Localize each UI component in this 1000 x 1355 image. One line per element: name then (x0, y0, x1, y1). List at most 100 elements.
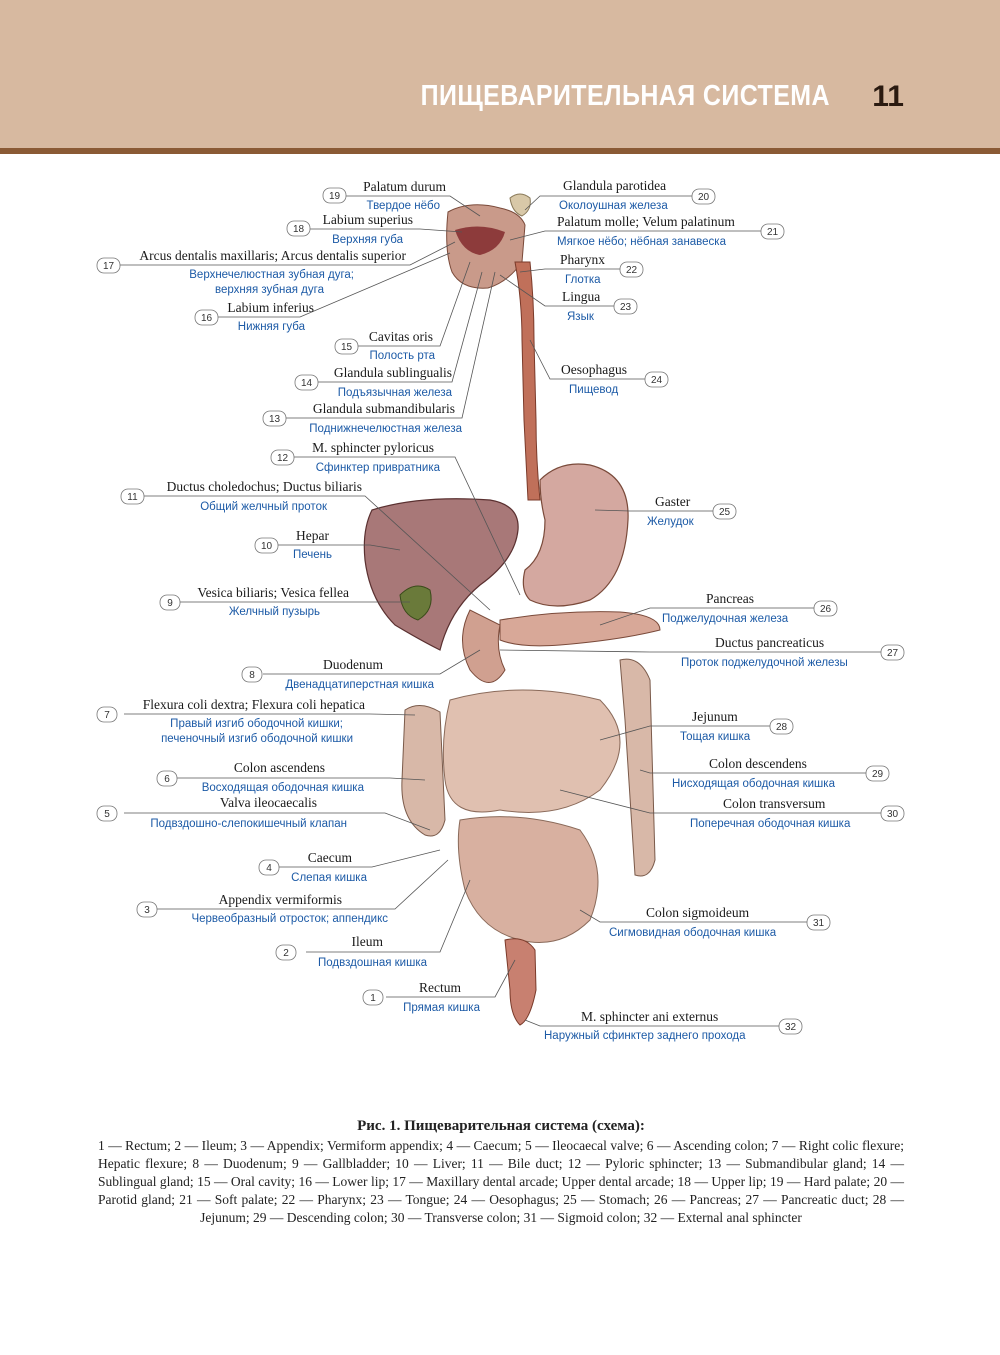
label-number-4: 4 (266, 863, 272, 874)
lower-intestine-shape (457, 816, 599, 943)
label-latin-8: Duodenum (323, 657, 383, 672)
oesophagus-shape (514, 261, 541, 501)
small-intestine-shape (442, 689, 621, 813)
label-number-30: 30 (887, 809, 899, 820)
left-labels: Palatum durum Твердое нёбо Labium superi… (139, 179, 480, 1014)
label-russian-5: Подвздошно-слепокишечный клапан (150, 818, 347, 830)
label-number-15: 15 (341, 342, 353, 353)
label-russian-25: Желудок (647, 516, 695, 528)
stomach-shape (522, 463, 629, 607)
label-russian-1: Прямая кишка (403, 1002, 480, 1014)
label-russian-11: Общий желчный проток (200, 501, 328, 513)
label-latin-22: Pharynx (560, 252, 605, 267)
label-number-3: 3 (144, 905, 150, 916)
label-russian-17-line2: верхняя зубная дуга (215, 284, 325, 296)
label-russian-7-line2: печеночный изгиб ободочной кишки (161, 733, 353, 745)
label-russian-13: Поднижнечелюстная железа (309, 423, 462, 435)
label-russian-28: Тощая кишка (680, 731, 751, 743)
label-latin-6: Colon ascendens (234, 760, 325, 775)
label-russian-7: Правый изгиб ободочной кишки; (170, 718, 343, 730)
label-number-13: 13 (269, 414, 281, 425)
label-number-20: 20 (698, 192, 710, 203)
duodenum-shape (462, 609, 506, 683)
label-number-25: 25 (719, 507, 731, 518)
oral-cavity-shape (455, 226, 505, 255)
label-russian-4: Слепая кишка (291, 872, 367, 884)
label-russian-12: Сфинктер привратника (316, 462, 441, 474)
rectum-shape (504, 938, 537, 1026)
label-number-18: 18 (293, 224, 305, 235)
leader-lines (120, 195, 883, 1027)
label-number-19: 19 (329, 191, 341, 202)
label-latin-28: Jejunum (692, 709, 738, 724)
label-latin-27: Ductus pancreaticus (715, 635, 824, 650)
label-number-26: 26 (820, 604, 832, 615)
label-russian-6: Восходящая ободочная кишка (202, 782, 365, 794)
label-russian-15: Полость рта (369, 350, 435, 362)
label-russian-10: Печень (293, 549, 332, 561)
label-latin-3: Appendix vermiformis (219, 892, 342, 907)
caption-title: Рис. 1. Пищеварительная система (схема): (357, 1118, 645, 1134)
label-russian-21: Мягкое нёбо; нёбная занавеска (557, 236, 727, 248)
label-latin-2: Ileum (352, 934, 384, 949)
page-header-band (0, 0, 1000, 148)
label-number-5: 5 (104, 809, 110, 820)
label-latin-30: Colon transversum (723, 796, 826, 811)
label-russian-2: Подвздошная кишка (318, 957, 428, 969)
label-latin-7: Flexura coli dextra; Flexura coli hepati… (143, 697, 365, 712)
liver-shape (363, 498, 519, 651)
label-latin-20: Glandula parotidea (563, 178, 666, 193)
label-russian-16: Нижняя губа (238, 321, 306, 333)
figure-caption: Рис. 1. Пищеварительная система (схема):… (98, 1118, 904, 1227)
gallbladder-shape (399, 585, 432, 621)
pancreas-shape (499, 611, 661, 647)
label-latin-16: Labium inferius (227, 300, 314, 315)
label-number-10: 10 (261, 541, 273, 552)
label-number-9: 9 (167, 598, 173, 609)
label-number-21: 21 (767, 227, 779, 238)
colon-frame-shape (401, 658, 656, 877)
label-number-7: 7 (104, 710, 110, 721)
label-latin-25: Gaster (655, 494, 691, 509)
label-latin-26: Pancreas (706, 591, 754, 606)
label-latin-11: Ductus choledochus; Ductus biliaris (167, 479, 362, 494)
label-latin-9: Vesica biliaris; Vesica fellea (197, 585, 349, 600)
right-labels: Glandula parotidea Околоушная железа Pal… (544, 178, 851, 1042)
label-latin-1: Rectum (419, 980, 461, 995)
label-russian-8: Двенадцатиперстная кишка (285, 679, 434, 691)
label-russian-31: Сигмовидная ободочная кишка (609, 927, 777, 939)
label-latin-18: Labium superius (323, 212, 413, 227)
label-latin-13: Glandula submandibularis (313, 401, 455, 416)
header-rule (0, 148, 1000, 154)
chapter-title: ПИЩЕВАРИТЕЛЬНАЯ СИСТЕМА (420, 80, 830, 112)
label-latin-10: Hepar (296, 528, 329, 543)
label-number-23: 23 (620, 302, 632, 313)
digestive-system-figure: 19 18 17 16 15 14 13 12 11 10 9 8 7 6 5 … (96, 178, 905, 1042)
label-latin-31: Colon sigmoideum (646, 905, 750, 920)
label-number-17: 17 (103, 261, 115, 272)
label-russian-32: Наружный сфинктер заднего прохода (544, 1030, 746, 1042)
label-number-24: 24 (651, 375, 663, 386)
label-russian-24: Пищевод (569, 384, 619, 396)
label-latin-14: Glandula sublingualis (334, 365, 452, 380)
label-number-32: 32 (785, 1022, 797, 1033)
label-russian-14: Подъязычная железа (338, 387, 453, 399)
label-russian-27: Проток поджелудочной железы (681, 657, 848, 669)
label-latin-5: Valva ileocaecalis (220, 795, 317, 810)
label-number-27: 27 (887, 648, 899, 659)
label-number-2: 2 (283, 948, 289, 959)
label-latin-29: Colon descendens (709, 756, 807, 771)
label-russian-26: Поджелудочная железа (662, 613, 789, 625)
label-russian-3: Червеобразный отросток; аппендикс (191, 913, 388, 925)
label-latin-24: Oesophagus (561, 362, 627, 377)
label-number-22: 22 (626, 265, 638, 276)
label-russian-18: Верхняя губа (332, 234, 403, 246)
label-russian-19: Твердое нёбо (367, 200, 440, 212)
label-latin-4: Caecum (308, 850, 353, 865)
label-number-1: 1 (370, 993, 376, 1004)
label-russian-9: Желчный пузырь (229, 606, 320, 618)
label-russian-30: Поперечная ободочная кишка (690, 818, 851, 830)
label-latin-32: M. sphincter ani externus (581, 1009, 718, 1024)
label-latin-21: Palatum molle; Velum palatinum (557, 214, 735, 229)
label-russian-22: Глотка (565, 274, 601, 286)
